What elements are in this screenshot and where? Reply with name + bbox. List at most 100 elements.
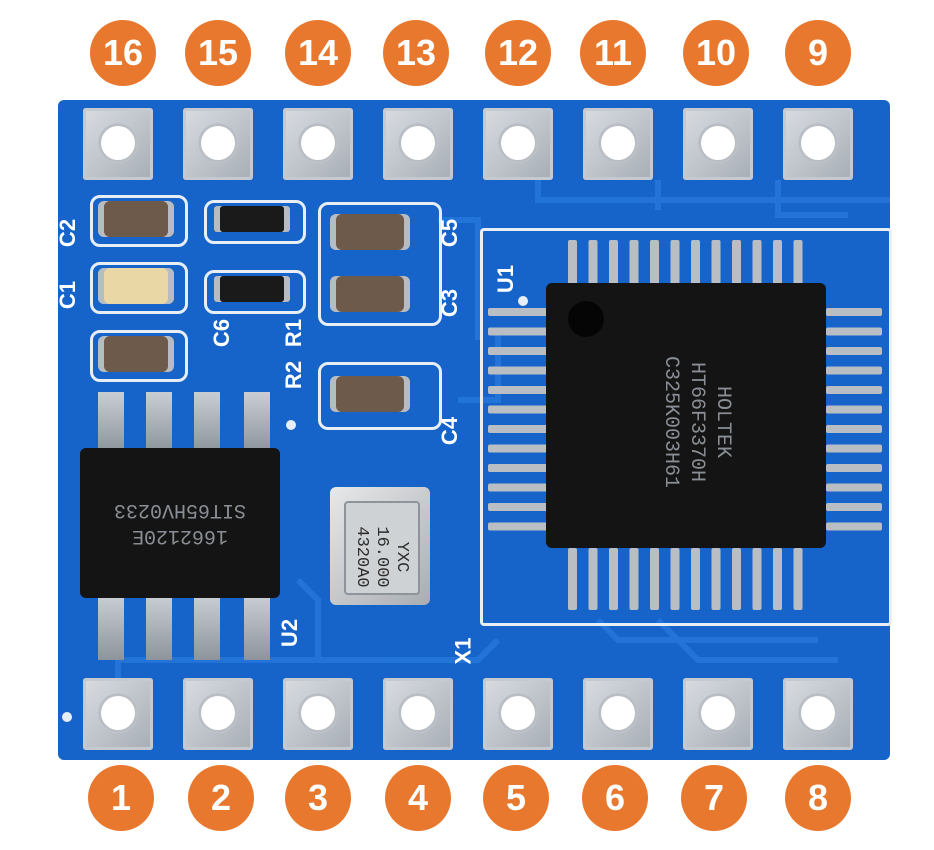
mcu-lead [773, 240, 782, 285]
pad-16 [83, 108, 153, 180]
crystal-x1: YXC 16.000 4320A0 [330, 487, 430, 605]
pin-7-badge: 7 [681, 765, 747, 831]
capacitor-c3 [330, 276, 410, 312]
mcu-lead [711, 548, 721, 610]
mcu-lead [609, 240, 618, 285]
c4-outline [318, 362, 442, 430]
mcu-lead [568, 548, 577, 610]
mcu-lead [670, 240, 680, 285]
pin-1-badge: 1 [88, 765, 154, 831]
u2-marking: 1662120E SIT65HV0233 [113, 498, 247, 547]
c5-outline [318, 202, 442, 326]
mcu-lead [588, 240, 598, 285]
pin-6-badge: 6 [582, 765, 648, 831]
eeprom-lead [244, 596, 270, 660]
mcu-lead [826, 347, 882, 355]
mcu-lead [826, 503, 882, 511]
pin-2-badge: 2 [188, 765, 254, 831]
mcu-lead [732, 548, 741, 610]
crystal-face [344, 501, 420, 595]
capacitor-c5 [330, 214, 410, 250]
mcu-lead [650, 240, 659, 285]
pin-13-badge: 13 [383, 20, 449, 86]
chip-u2: 1662120E SIT65HV0233 [80, 448, 280, 598]
c6-outline [90, 330, 188, 382]
mcu-lead [826, 464, 882, 472]
mcu-lead [568, 240, 577, 285]
mcu-lead [609, 548, 618, 610]
capacitor-c2 [98, 201, 174, 237]
pin-11-badge: 11 [580, 20, 646, 86]
capacitor-c4 [330, 376, 410, 412]
pad-3 [283, 678, 353, 750]
mcu-lead [488, 366, 548, 375]
pad-15 [183, 108, 253, 180]
mcu-lead [826, 366, 882, 375]
capacitor-c1 [98, 268, 174, 304]
mcu-lead [488, 444, 548, 453]
mcu-lead [588, 548, 598, 610]
mcu-lead [488, 464, 548, 472]
eeprom-lead [146, 596, 172, 660]
u1-outline [480, 228, 892, 626]
pad-1 [83, 678, 153, 750]
mcu-lead [826, 522, 882, 531]
pad-8 [783, 678, 853, 750]
pin-10-badge: 10 [683, 20, 749, 86]
pad-10 [683, 108, 753, 180]
mcu-lead [670, 548, 680, 610]
mcu-lead [488, 503, 548, 511]
mcu-marking: HOLTEK HT66F3370H C325K003H61 [659, 355, 734, 489]
mcu-lead [732, 240, 741, 285]
eeprom-lead [194, 392, 220, 452]
pad-12 [483, 108, 553, 180]
eeprom-lead [98, 392, 124, 452]
mcu-lead [488, 347, 548, 355]
mcu-lead [488, 405, 548, 414]
resistor-r1 [214, 276, 290, 302]
mcu-lead [826, 444, 882, 453]
mcu-lead [488, 425, 548, 433]
pad-2 [183, 678, 253, 750]
r-top-outline [204, 200, 306, 244]
eeprom-lead [146, 392, 172, 452]
mcu-lead [488, 386, 548, 394]
crystal-marking: YXC 16.000 4320A0 [352, 526, 411, 588]
r1-outline [204, 270, 306, 314]
pin-4-badge: 4 [385, 765, 451, 831]
mcu-chip-u1: HOLTEK HT66F3370H C325K003H61 [546, 283, 826, 548]
resistor-top [214, 206, 290, 232]
mcu-lead [826, 386, 882, 394]
mcu-lead [752, 548, 762, 610]
mcu-lead [826, 327, 882, 336]
mcu-lead [793, 548, 803, 610]
pin-12-badge: 12 [485, 20, 551, 86]
corner-dot [62, 712, 72, 722]
mcu-pin1-marker [568, 301, 604, 337]
pad-6 [583, 678, 653, 750]
pin-3-badge: 3 [285, 765, 351, 831]
mcu-lead [650, 548, 659, 610]
mcu-lead [691, 240, 700, 285]
mcu-lead [793, 240, 803, 285]
mcu-lead [773, 548, 782, 610]
mcu-lead [826, 483, 882, 492]
pad-11 [583, 108, 653, 180]
pad-9 [783, 108, 853, 180]
mcu-lead [488, 522, 548, 531]
pad-4 [383, 678, 453, 750]
c1-outline [90, 262, 188, 314]
pin1-dot [518, 296, 528, 306]
mcu-lead [752, 240, 762, 285]
c2-outline [90, 195, 188, 247]
mcu-lead [826, 308, 882, 316]
mcu-lead [629, 548, 639, 610]
pad-7 [683, 678, 753, 750]
mcu-lead [826, 405, 882, 414]
pad-13 [383, 108, 453, 180]
pin-9-badge: 9 [785, 20, 851, 86]
eeprom-lead [194, 596, 220, 660]
eeprom-lead [98, 596, 124, 660]
mcu-lead [488, 483, 548, 492]
